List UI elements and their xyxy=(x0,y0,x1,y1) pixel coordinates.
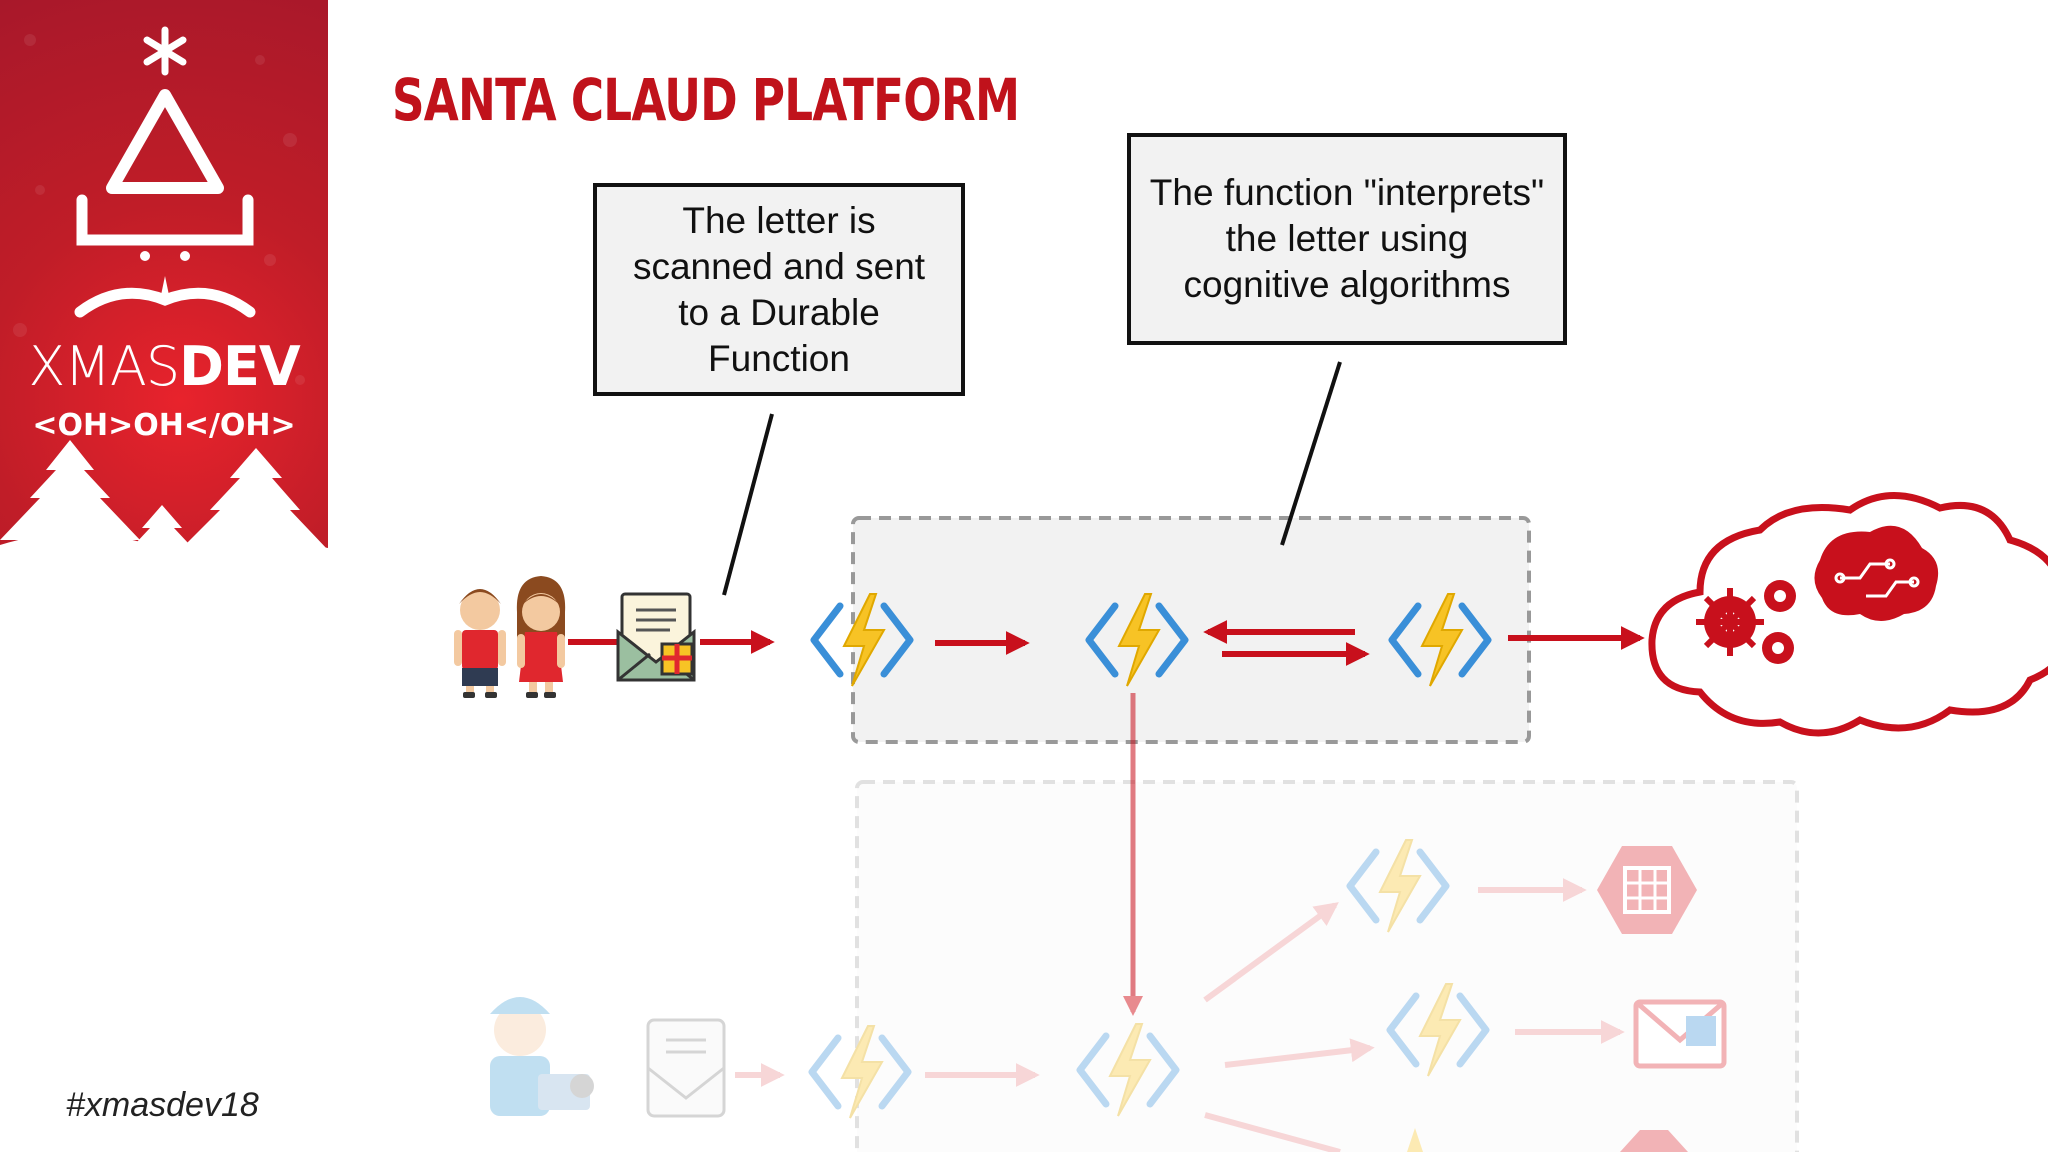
faded-lower-workflow xyxy=(490,780,1799,1152)
json-letter-icon xyxy=(646,1018,726,1118)
callout-2-pointer xyxy=(1280,361,1342,546)
callout-2-text: The function "interprets" the letter usi… xyxy=(1149,172,1545,305)
sidebar-banner: XMASDEV <OH>OH</OH> xyxy=(0,0,328,572)
letter-with-gift-icon xyxy=(616,592,696,682)
callout-letter-scanned: The letter is scanned and sent to a Dura… xyxy=(593,183,965,396)
brand-name-light: XMAS xyxy=(28,335,180,398)
callout-1-text: The letter is scanned and sent to a Dura… xyxy=(632,199,926,379)
brand-tagline: <OH>OH</OH> xyxy=(32,408,296,443)
table-storage-icon xyxy=(1597,846,1697,934)
star-icon xyxy=(143,26,187,76)
callout-function-interprets: The function "interprets" the letter usi… xyxy=(1127,133,1567,345)
callout-1-pointer xyxy=(722,413,774,596)
children-icon xyxy=(454,576,566,698)
slide-title: SANTA CLAUD PLATFORM xyxy=(392,66,1020,134)
cognitive-services-cloud-icon xyxy=(1648,492,2048,737)
tree-silhouettes xyxy=(0,440,328,572)
mail-icon xyxy=(1633,999,1727,1069)
durable-orchestration-box xyxy=(851,516,1531,744)
elf-developer-icon xyxy=(490,997,594,1116)
brand-name: XMASDEV xyxy=(0,335,328,398)
hashtag: #xmasdev18 xyxy=(66,1086,259,1124)
xmasdev-logo xyxy=(0,26,328,572)
brand-name-bold: DEV xyxy=(179,335,301,398)
